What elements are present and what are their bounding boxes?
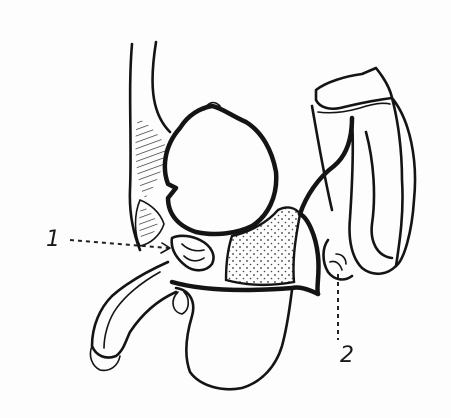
- symphysis-hatching: [139, 206, 158, 240]
- scrotum: [176, 288, 292, 389]
- rectum-posterior-wall: [366, 132, 392, 258]
- peritoneum-line: [153, 42, 170, 132]
- label-1: 1: [46, 227, 60, 252]
- leader-line-1: [70, 240, 168, 248]
- bladder: [165, 106, 276, 234]
- prevesical-space-hatching: [135, 118, 168, 198]
- rectal-lumen-lower: [324, 240, 353, 279]
- coccyx-back: [392, 98, 415, 266]
- urethra-detail: [182, 244, 204, 261]
- rectum-anterior-wall: [300, 118, 352, 214]
- testis-outline: [173, 292, 188, 314]
- label-2: 2: [340, 343, 354, 368]
- leader-arrow-1: [161, 243, 170, 253]
- anal-canal: [300, 214, 319, 294]
- anal-glands: [330, 254, 346, 270]
- penis-inner-line: [104, 272, 160, 348]
- urethra-region: [172, 236, 214, 270]
- sacrum-outline: [312, 98, 403, 266]
